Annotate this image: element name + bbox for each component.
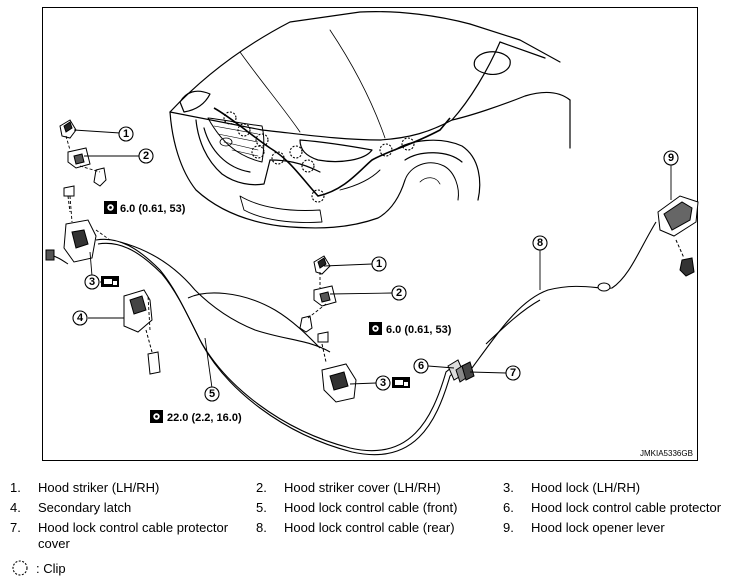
hood-striker-cover-middle: [299, 285, 337, 333]
svg-text:9: 9: [668, 152, 674, 164]
legend-number: 2.: [256, 480, 267, 495]
svg-text:8: 8: [537, 237, 543, 249]
legend-number: 3.: [503, 480, 514, 495]
svg-text:6.0 (0.61, 53): 6.0 (0.61, 53): [120, 203, 186, 215]
legend-number: 6.: [503, 500, 514, 515]
legend-item-4: 4. Secondary latch: [10, 500, 131, 516]
svg-text:2: 2: [396, 287, 402, 299]
legend-number: 9.: [503, 520, 514, 535]
callout-8: 8: [532, 235, 548, 251]
svg-text:6: 6: [418, 360, 424, 372]
car-body-illustration: [169, 11, 571, 229]
svg-text:7: 7: [510, 367, 516, 379]
secondary-latch: [123, 289, 161, 375]
grease-icon-middle: [392, 377, 410, 388]
torque-spec-lower: 22.0 (2.2, 16.0): [150, 410, 242, 424]
legend-number: 7.: [10, 520, 21, 535]
hood-lock-middle: [317, 331, 357, 403]
legend-label: Hood lock control cable (rear): [284, 520, 455, 535]
legend-number: 4.: [10, 500, 21, 515]
svg-text:22.0 (2.2, 16.0): 22.0 (2.2, 16.0): [167, 412, 242, 424]
hood-striker-middle: [313, 255, 331, 275]
diagram-code: JMKIA5336GB: [640, 449, 693, 458]
parts-diagram: 1 2 3 4 5 1 2 3 6 7 8 9: [45, 11, 699, 458]
legend-label: Hood striker cover (LH/RH): [284, 480, 441, 495]
legend-label: Hood lock control cable (front): [284, 500, 458, 515]
legend-label: Secondary latch: [38, 500, 132, 515]
clip-icon: [12, 560, 28, 576]
legend-item-1: 1. Hood striker (LH/RH): [10, 480, 159, 496]
callout-1-middle: 1: [371, 256, 387, 272]
legend-label: Hood lock control cable protector: [531, 500, 722, 515]
legend-item-3: 3. Hood lock (LH/RH): [503, 480, 640, 496]
legend-item-2: 2. Hood striker cover (LH/RH): [256, 480, 441, 496]
callout-3-upper: 3: [84, 274, 100, 290]
hood-lock-opener-lever: [657, 195, 699, 277]
legend-number: 1.: [10, 480, 21, 495]
parts-legend: 1. Hood striker (LH/RH) 2. Hood striker …: [0, 478, 731, 588]
legend-item-8: 8. Hood lock control cable (rear): [256, 520, 455, 536]
svg-text:1: 1: [376, 258, 382, 270]
callout-4: 4: [72, 310, 88, 326]
callout-3-middle: 3: [375, 375, 391, 391]
leader-lines: [65, 129, 672, 389]
svg-text:6.0 (0.61, 53): 6.0 (0.61, 53): [386, 324, 452, 336]
legend-item-7: 7. Hood lock control cable protector cov…: [10, 520, 240, 552]
legend-item-5: 5. Hood lock control cable (front): [256, 500, 457, 516]
clip-legend-label: : Clip: [36, 560, 66, 576]
torque-spec-upper: 6.0 (0.61, 53): [104, 201, 186, 215]
hood-striker-upper: [59, 119, 77, 139]
callout-6: 6: [413, 358, 429, 374]
cable-protector-cover: [461, 361, 475, 381]
hood-striker-cover-upper: [67, 147, 107, 187]
legend-label: Hood lock (LH/RH): [531, 480, 641, 495]
svg-text:3: 3: [380, 377, 386, 389]
callout-7: 7: [505, 365, 521, 381]
legend-label: Hood lock opener lever: [531, 520, 665, 535]
callout-2-middle: 2: [391, 285, 407, 301]
cable-grommet: [597, 282, 611, 292]
legend-item-9: 9. Hood lock opener lever: [503, 520, 665, 536]
callout-5: 5: [204, 386, 220, 402]
hood-lock-upper: [45, 185, 97, 265]
legend-label: Hood striker (LH/RH): [38, 480, 160, 495]
callout-1-upper: 1: [118, 126, 134, 142]
clip-legend: : Clip: [10, 558, 66, 578]
hood-lock-control-cables: [95, 221, 657, 456]
svg-text:1: 1: [123, 128, 129, 140]
svg-text:3: 3: [89, 276, 95, 288]
diagram-frame: [42, 7, 698, 461]
car-cable-route: [213, 107, 451, 197]
legend-item-6: 6. Hood lock control cable protector: [503, 500, 721, 516]
legend-number: 5.: [256, 500, 267, 515]
callout-9: 9: [663, 150, 679, 166]
legend-label: Hood lock control cable protector cover: [38, 520, 229, 551]
torque-spec-middle: 6.0 (0.61, 53): [369, 322, 452, 336]
grease-icon-upper: [101, 276, 119, 287]
callout-2-upper: 2: [138, 148, 154, 164]
svg-text:2: 2: [143, 150, 149, 162]
legend-number: 8.: [256, 520, 267, 535]
svg-text:5: 5: [209, 388, 215, 400]
svg-text:4: 4: [77, 312, 84, 324]
car-clip-markers: [223, 111, 415, 203]
